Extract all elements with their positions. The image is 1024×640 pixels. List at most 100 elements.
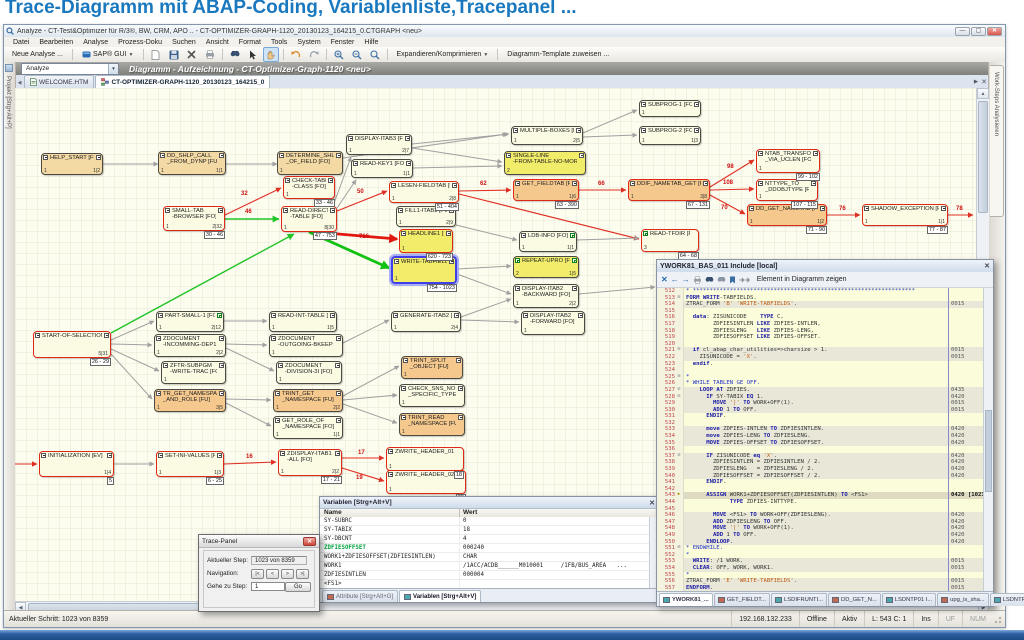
collapse-icon[interactable]	[864, 206, 869, 211]
collapse-icon[interactable]	[641, 102, 646, 107]
code-line-539[interactable]: 539 ZDFIESLENG = ZDFIESLENG / 2.0420	[657, 466, 993, 473]
diagram-node-tr-get-namespace[interactable]: TR_GET_NAMESPACE_AND_ROLE [FU]13|5	[154, 389, 226, 412]
collapse-icon[interactable]	[96, 155, 101, 160]
tab-scroll-right-icon[interactable]: ▶	[974, 79, 978, 85]
sap-gui-button[interactable]: SAP® GUI▼	[77, 48, 139, 61]
diagram-node-multiple-boxes-fo[interactable]: MULTIPLE-BOXES [FO]12|5	[511, 126, 583, 145]
collapse-icon[interactable]	[578, 313, 583, 318]
code-line-529[interactable]: 529 MOVE '|' TO WORK+OFF(1).0015	[657, 400, 993, 407]
variable-row-zdfiesintlen[interactable]: ZDFIESINTLEN000004	[320, 571, 650, 580]
collapse-icon[interactable]	[521, 233, 526, 238]
code-line-556[interactable]: 556ZTRAC_FORM 'E' 'WRITE-TABFIELDS'.0015	[657, 578, 993, 585]
collapse-icon[interactable]	[506, 153, 511, 158]
diagram-node-nttype-to[interactable]: NTTYPE_TO_DDOBJTYPE [FO]1	[756, 179, 818, 201]
code-line-520[interactable]: 520	[657, 341, 993, 348]
collapse-icon[interactable]	[694, 128, 699, 133]
code-line-536[interactable]: 536	[657, 446, 993, 453]
menu-item-tools[interactable]: Tools	[266, 39, 292, 46]
code-line-542[interactable]: 542	[657, 486, 993, 493]
code-line-535[interactable]: 535 MOVE ZDFIES-OFFSET TO ZDFIESOFFSET.0…	[657, 440, 993, 447]
collapse-icon[interactable]	[572, 181, 577, 186]
zoom-fit-icon[interactable]	[367, 47, 383, 62]
collapse-icon[interactable]	[454, 313, 459, 318]
collapse-icon[interactable]	[458, 415, 463, 420]
select-cursor-icon[interactable]	[245, 47, 261, 62]
diagram-node-display-itab2[interactable]: DISPLAY-ITAB2-BACKWARD [FO]12|2	[513, 284, 579, 308]
variables-tab-1[interactable]: Variablen [Strg+Alt+V]	[399, 590, 481, 602]
menu-item-hilfe[interactable]: Hilfe	[359, 39, 383, 46]
print-icon[interactable]	[202, 47, 218, 62]
code-line-521[interactable]: 521⊟ if cl_abap_char_utilities=>charsize…	[657, 347, 993, 354]
diagram-node-generate-itab2-fo[interactable]: GENERATE-ITAB2 [FO]12|4	[391, 311, 461, 332]
collapse-icon[interactable]	[280, 451, 285, 456]
zoom-out-icon[interactable]	[349, 47, 365, 62]
collapse-icon[interactable]	[820, 206, 825, 211]
diagram-node-read-int-table-fo[interactable]: READ-INT-TABLE [FO]11|5	[269, 311, 337, 332]
print-code-icon[interactable]	[693, 276, 702, 284]
delete-icon[interactable]	[184, 47, 200, 62]
variable-row-sy-dbcnt[interactable]: SY-DBCNT4	[320, 535, 650, 544]
diagram-node-subprog-2-fo[interactable]: SUBPROG-2 [FO]11|3	[639, 126, 701, 145]
new-analysis-button[interactable]: Neue Analyse ...	[7, 49, 68, 60]
collapse-icon[interactable]	[694, 102, 699, 107]
code-line-547[interactable]: 547 ADD ZDFIESLENG TO OFF.0420	[657, 519, 993, 526]
forward-arrow-icon[interactable]: →	[682, 276, 690, 284]
collapse-icon[interactable]	[279, 153, 284, 158]
collapse-icon[interactable]	[353, 161, 358, 166]
collapse-icon[interactable]	[271, 336, 276, 341]
collapse-icon[interactable]	[275, 391, 280, 396]
show-element-button[interactable]: Element in Diagramm zeigen	[757, 276, 847, 283]
nav-next-button[interactable]: >	[281, 569, 294, 579]
goto-step-input[interactable]: 1	[251, 582, 285, 591]
diagram-node-ldb-info-fo[interactable]: LDB-INFO [FO]11|1	[519, 231, 577, 252]
collapse-icon[interactable]	[335, 451, 340, 456]
collapse-icon[interactable]	[458, 386, 463, 391]
variable-row-zdfiesoffset[interactable]: ZDFIESOFFSET000240	[320, 544, 650, 553]
diagram-node-part-small-1-fo[interactable]: PART-SMALL-1 [FO]12|12	[156, 311, 224, 332]
collapse-icon[interactable]	[43, 155, 48, 160]
code-line-528[interactable]: 528⊟ IF SY-TABIX EQ 1.0420	[657, 394, 993, 401]
tab-scroll-left-icon[interactable]: ◀	[15, 78, 24, 88]
menu-item-prozess-doku[interactable]: Prozess-Doku	[113, 39, 167, 46]
nav-first-button[interactable]: |<	[251, 569, 264, 579]
minimize-button[interactable]: —	[955, 27, 970, 36]
collapse-icon[interactable]	[749, 206, 754, 211]
diagram-node-determine-shlp[interactable]: DETERMINE_SHLP_OF_FIELD [FO]1	[277, 151, 343, 175]
collapse-icon[interactable]	[336, 418, 341, 423]
code-line-514[interactable]: 514ZTRAC_FORM 'B' 'WRITE-TABFIELDS'.0015	[657, 301, 993, 308]
worksteps-tab[interactable]: Work-Steps Analysieren	[990, 65, 1004, 217]
find-code-icon[interactable]	[705, 276, 714, 284]
collapse-icon[interactable]	[283, 208, 288, 213]
code-line-533[interactable]: 533 move ZDFIES-INTLEN TO ZDFIESINTLEN.0…	[657, 426, 993, 433]
maximize-button[interactable]: ▢	[971, 27, 986, 36]
collapse-icon[interactable]	[158, 313, 163, 318]
nav-prev-button[interactable]: <	[266, 569, 279, 579]
diagram-node-trint-split[interactable]: TRINT_SPLIT_OBJECT [FU]1	[401, 356, 463, 379]
code-line-549[interactable]: 549 ADD 1 TO OFF.0420	[657, 532, 993, 539]
tab-close-icon[interactable]: ✕	[981, 78, 987, 86]
code-line-518[interactable]: 518 ZDFIESLENG LIKE ZDFIES-LENG,	[657, 328, 993, 335]
collapse-icon[interactable]	[630, 181, 635, 186]
diagram-node-ntab-transform[interactable]: NTAB_TRANSFORM_VIA_UCLEN [FO]1	[756, 149, 820, 173]
code-line-532[interactable]: 532	[657, 420, 993, 427]
collapse-icon[interactable]	[401, 415, 406, 420]
menu-item-ansicht[interactable]: Ansicht	[201, 39, 234, 46]
expand-icon[interactable]	[570, 233, 575, 238]
bookmark-icon[interactable]	[729, 276, 736, 284]
collapse-icon[interactable]	[35, 333, 40, 338]
collapse-icon[interactable]	[158, 453, 163, 458]
collapse-icon[interactable]	[104, 333, 109, 338]
code-tab-5[interactable]: upg_is_sha...	[937, 593, 988, 606]
assign-template-button[interactable]: Diagramm-Template zuweisen ...	[502, 49, 614, 60]
diagram-node-zdocument[interactable]: ZDOCUMENT-INCOMMING-DEP1 [FO]12|2	[154, 334, 226, 357]
collapse-icon[interactable]	[330, 208, 335, 213]
diagram-node-zdisplay-itab1[interactable]: ZDISPLAY-ITAB1-ALL [FO]12|2	[278, 449, 342, 476]
menu-item-fenster[interactable]: Fenster	[326, 39, 360, 46]
expand-icon[interactable]	[515, 258, 520, 263]
code-tab-0[interactable]: YWORK81_...	[659, 593, 713, 606]
code-line-524[interactable]: 524	[657, 367, 993, 374]
code-line-531[interactable]: 531 ENDIF.	[657, 413, 993, 420]
collapse-icon[interactable]	[401, 231, 406, 236]
menu-item-system[interactable]: System	[292, 39, 325, 46]
collapse-icon[interactable]	[405, 136, 410, 141]
